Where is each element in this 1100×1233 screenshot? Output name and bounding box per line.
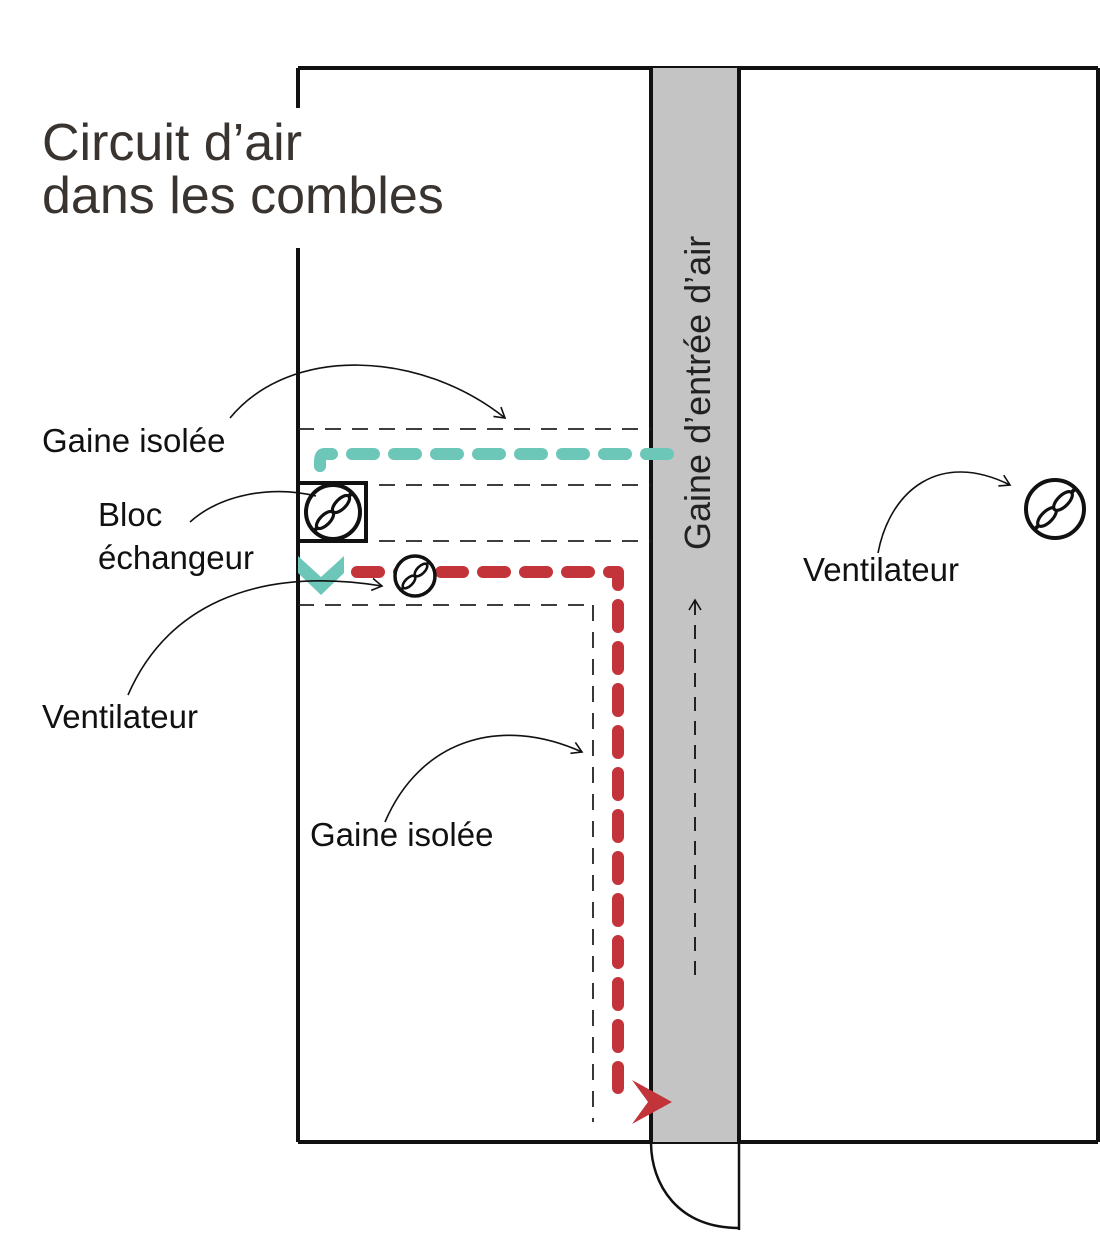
- label-fan-right: Ventilateur: [803, 551, 959, 588]
- diagram-title: Circuit d’air dans les combles: [42, 114, 444, 225]
- fan-icon: [1024, 478, 1086, 540]
- cold-air-flow-path: [314, 448, 674, 484]
- leader-insulated-duct-bottom: [384, 734, 584, 823]
- title-line-2: dans les combles: [42, 167, 444, 225]
- label-fan-left: Ventilateur: [42, 698, 198, 735]
- arrow-down-icon: [298, 556, 344, 595]
- label-exchanger: Bloc échangeur: [98, 496, 254, 576]
- leader-insulated-duct-top: [229, 364, 507, 419]
- label-insulated-duct-bottom: Gaine isolée: [310, 816, 493, 853]
- label-insulated-duct-top: Gaine isolée: [42, 422, 225, 459]
- door-swing: [649, 1141, 741, 1230]
- label-exchanger-line-1: Bloc: [98, 496, 162, 533]
- leader-fan-left: [127, 577, 384, 696]
- arrow-right-icon: [632, 1080, 672, 1124]
- label-air-intake-duct: Gaine d’entrée d’air: [677, 236, 718, 550]
- label-exchanger-line-2: échangeur: [98, 539, 254, 576]
- title-line-1: Circuit d’air: [42, 114, 302, 172]
- leader-exchanger: [189, 490, 317, 523]
- leader-lines: [127, 364, 1012, 823]
- leader-fan-right: [877, 471, 1012, 554]
- exchanger-block: [296, 481, 368, 543]
- warm-air-flow-path: [351, 566, 624, 1094]
- fan-icon: [393, 554, 437, 598]
- fan-icon: [304, 483, 362, 541]
